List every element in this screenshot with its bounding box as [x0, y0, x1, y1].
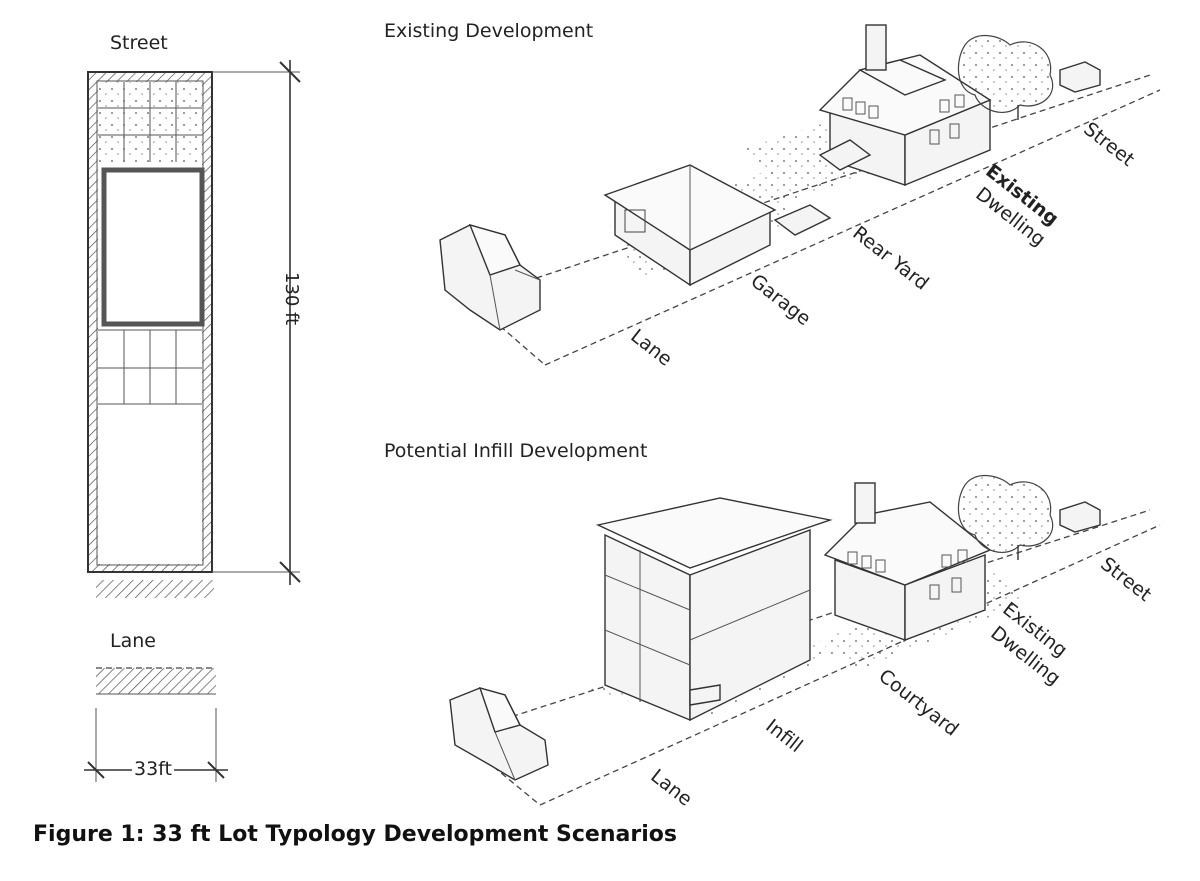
infill-sketch: [449, 475, 1161, 806]
plan-width-label: 33ft: [132, 758, 174, 780]
plan-street-label: Street: [110, 32, 168, 54]
plan-depth-label: 130 ft: [281, 272, 302, 326]
existing-sketch: [439, 24, 1161, 366]
figure-caption: Figure 1: 33 ft Lot Typology Development…: [33, 822, 677, 847]
infill-building-drawing: [595, 497, 833, 722]
tree-2-drawing: [957, 475, 1054, 560]
existing-title: Existing Development: [384, 20, 594, 42]
existing-house-2-drawing: [823, 482, 992, 642]
infill-title: Potential Infill Development: [384, 440, 648, 462]
van-drawing: [439, 223, 541, 331]
existing-house-drawing: [818, 24, 992, 187]
garage-drawing: [603, 164, 777, 287]
lane-strip: [96, 668, 216, 694]
plan-lane-label: Lane: [110, 630, 156, 652]
rear-patio: [98, 329, 202, 405]
house-footprint: [101, 167, 205, 327]
van-2-drawing: [449, 686, 549, 781]
site-plan: [84, 60, 301, 782]
tree-drawing: [957, 35, 1054, 120]
